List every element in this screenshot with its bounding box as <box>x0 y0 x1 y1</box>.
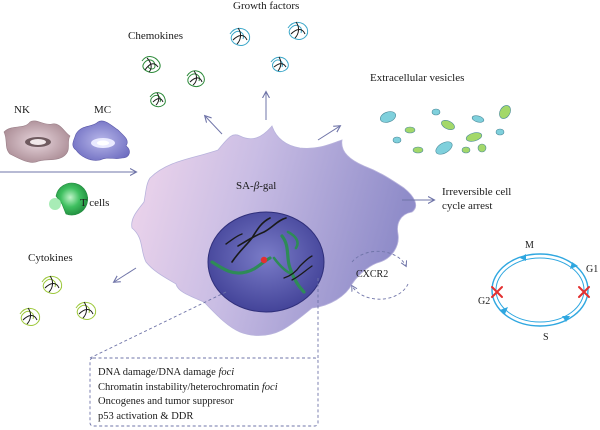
cell-cycle <box>491 253 589 327</box>
cycle-arrest-crosses <box>491 286 590 298</box>
sa-beta-gal-suffix: -gal <box>259 180 277 192</box>
cxcr2-loop <box>352 250 409 300</box>
nucleus-features-box: DNA damage/DNA damage foci Chromatin ins… <box>98 366 316 424</box>
box-line-2-italic: foci <box>261 381 278 393</box>
sa-beta-gal-label: SA-β-gal <box>236 180 276 192</box>
arrest-line-2: cycle arrest <box>442 200 493 212</box>
growth-factor-molecules <box>229 21 309 72</box>
dna-strands <box>210 217 313 294</box>
arrest-line-1: Irreversible cell <box>442 186 512 198</box>
cytokines-label: Cytokines <box>28 252 73 264</box>
box-line-2: Chromatin instability/heterochromatin fo… <box>98 381 316 396</box>
nucleus-box-connector <box>89 278 319 427</box>
box-line-1-text: DNA damage/DNA damage <box>98 367 219 378</box>
chemokine-molecules <box>141 56 205 108</box>
nk-label: NK <box>14 104 30 116</box>
cxcr2-label: CXCR2 <box>356 269 389 280</box>
box-line-1-italic: foci <box>218 367 235 378</box>
cycle-g2-label: G2 <box>478 296 491 307</box>
mc-cell <box>72 120 130 161</box>
box-line-1: DNA damage/DNA damage foci <box>98 366 316 381</box>
box-line-4: p53 activation & DDR <box>98 410 194 422</box>
sa-beta-gal-prefix: SA- <box>236 180 254 192</box>
t-cells-label: T cells <box>80 197 110 209</box>
extracellular-vesicles <box>379 105 511 155</box>
nk-cell <box>3 120 71 163</box>
extracellular-vesicles-label: Extracellular vesicles <box>370 72 465 84</box>
chemokines-label: Chemokines <box>128 30 183 42</box>
cycle-g1-label: G1 <box>586 264 599 275</box>
cycle-m-label: M <box>525 240 534 251</box>
mc-label: MC <box>94 104 112 116</box>
cytokine-molecules <box>19 275 97 326</box>
box-line-2-text: Chromatin instability/heterochromatin <box>98 381 262 393</box>
t-cell <box>49 182 88 216</box>
growth-factors-label: Growth factors <box>233 0 300 12</box>
cycle-s-label: S <box>543 332 549 343</box>
box-line-3: Oncogenes and tumor suppresor <box>98 396 234 407</box>
sa-beta-gal-beta: β <box>253 180 260 192</box>
arrows <box>0 92 434 282</box>
